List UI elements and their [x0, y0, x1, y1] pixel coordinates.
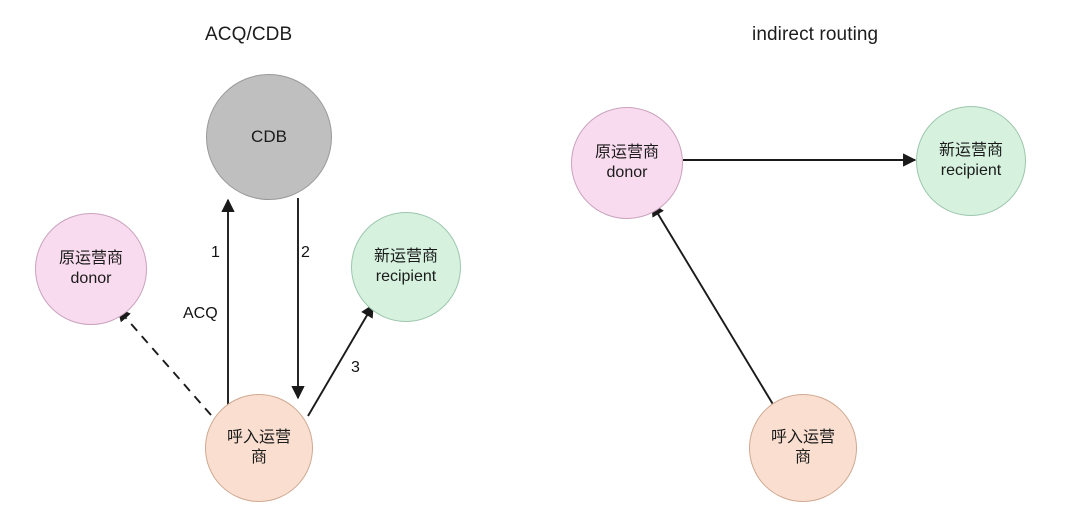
left-panel-title: ACQ/CDB: [205, 24, 293, 45]
edge-incoming-to-donor-dashed: [117, 308, 212, 416]
edge-label-acq: ACQ: [183, 305, 218, 322]
edge-incoming-to-donor: [651, 202, 775, 407]
node-donor-left[interactable]: 原运营商 donor: [35, 213, 147, 325]
edge-label-step3: 3: [351, 359, 360, 376]
node-donor-right-label-en: donor: [606, 164, 648, 181]
edge-label-step1: 1: [211, 244, 220, 261]
node-donor-right[interactable]: 原运营商 donor: [571, 107, 683, 219]
node-cdb[interactable]: CDB: [206, 74, 332, 200]
node-incoming-right-label-line2: 商: [794, 449, 811, 466]
node-cdb-label: CDB: [251, 126, 287, 146]
right-panel-title: indirect routing: [752, 24, 879, 45]
node-incoming-right-label-line1: 呼入运营: [770, 429, 835, 447]
edge-label-step2: 2: [301, 244, 310, 261]
node-donor-right-label-cn: 原运营商: [594, 144, 659, 162]
node-recipient-right-label-cn: 新运营商: [938, 142, 1003, 160]
node-recipient-right-label-en: recipient: [940, 162, 1002, 179]
node-recipient-left[interactable]: 新运营商 recipient: [351, 212, 461, 322]
node-incoming-left-label-line1: 呼入运营: [226, 429, 291, 447]
node-incoming-right[interactable]: 呼入运营 商: [749, 394, 857, 502]
node-incoming-left-label-line2: 商: [250, 449, 267, 466]
node-recipient-left-label-cn: 新运营商: [373, 248, 438, 266]
node-recipient-left-label-en: recipient: [375, 268, 437, 285]
node-incoming-left[interactable]: 呼入运营 商: [205, 394, 313, 502]
node-donor-left-label-en: donor: [70, 270, 112, 287]
node-donor-left-label-cn: 原运营商: [58, 250, 123, 268]
edge-incoming-to-recipient: [307, 303, 374, 417]
node-recipient-right[interactable]: 新运营商 recipient: [916, 106, 1026, 216]
